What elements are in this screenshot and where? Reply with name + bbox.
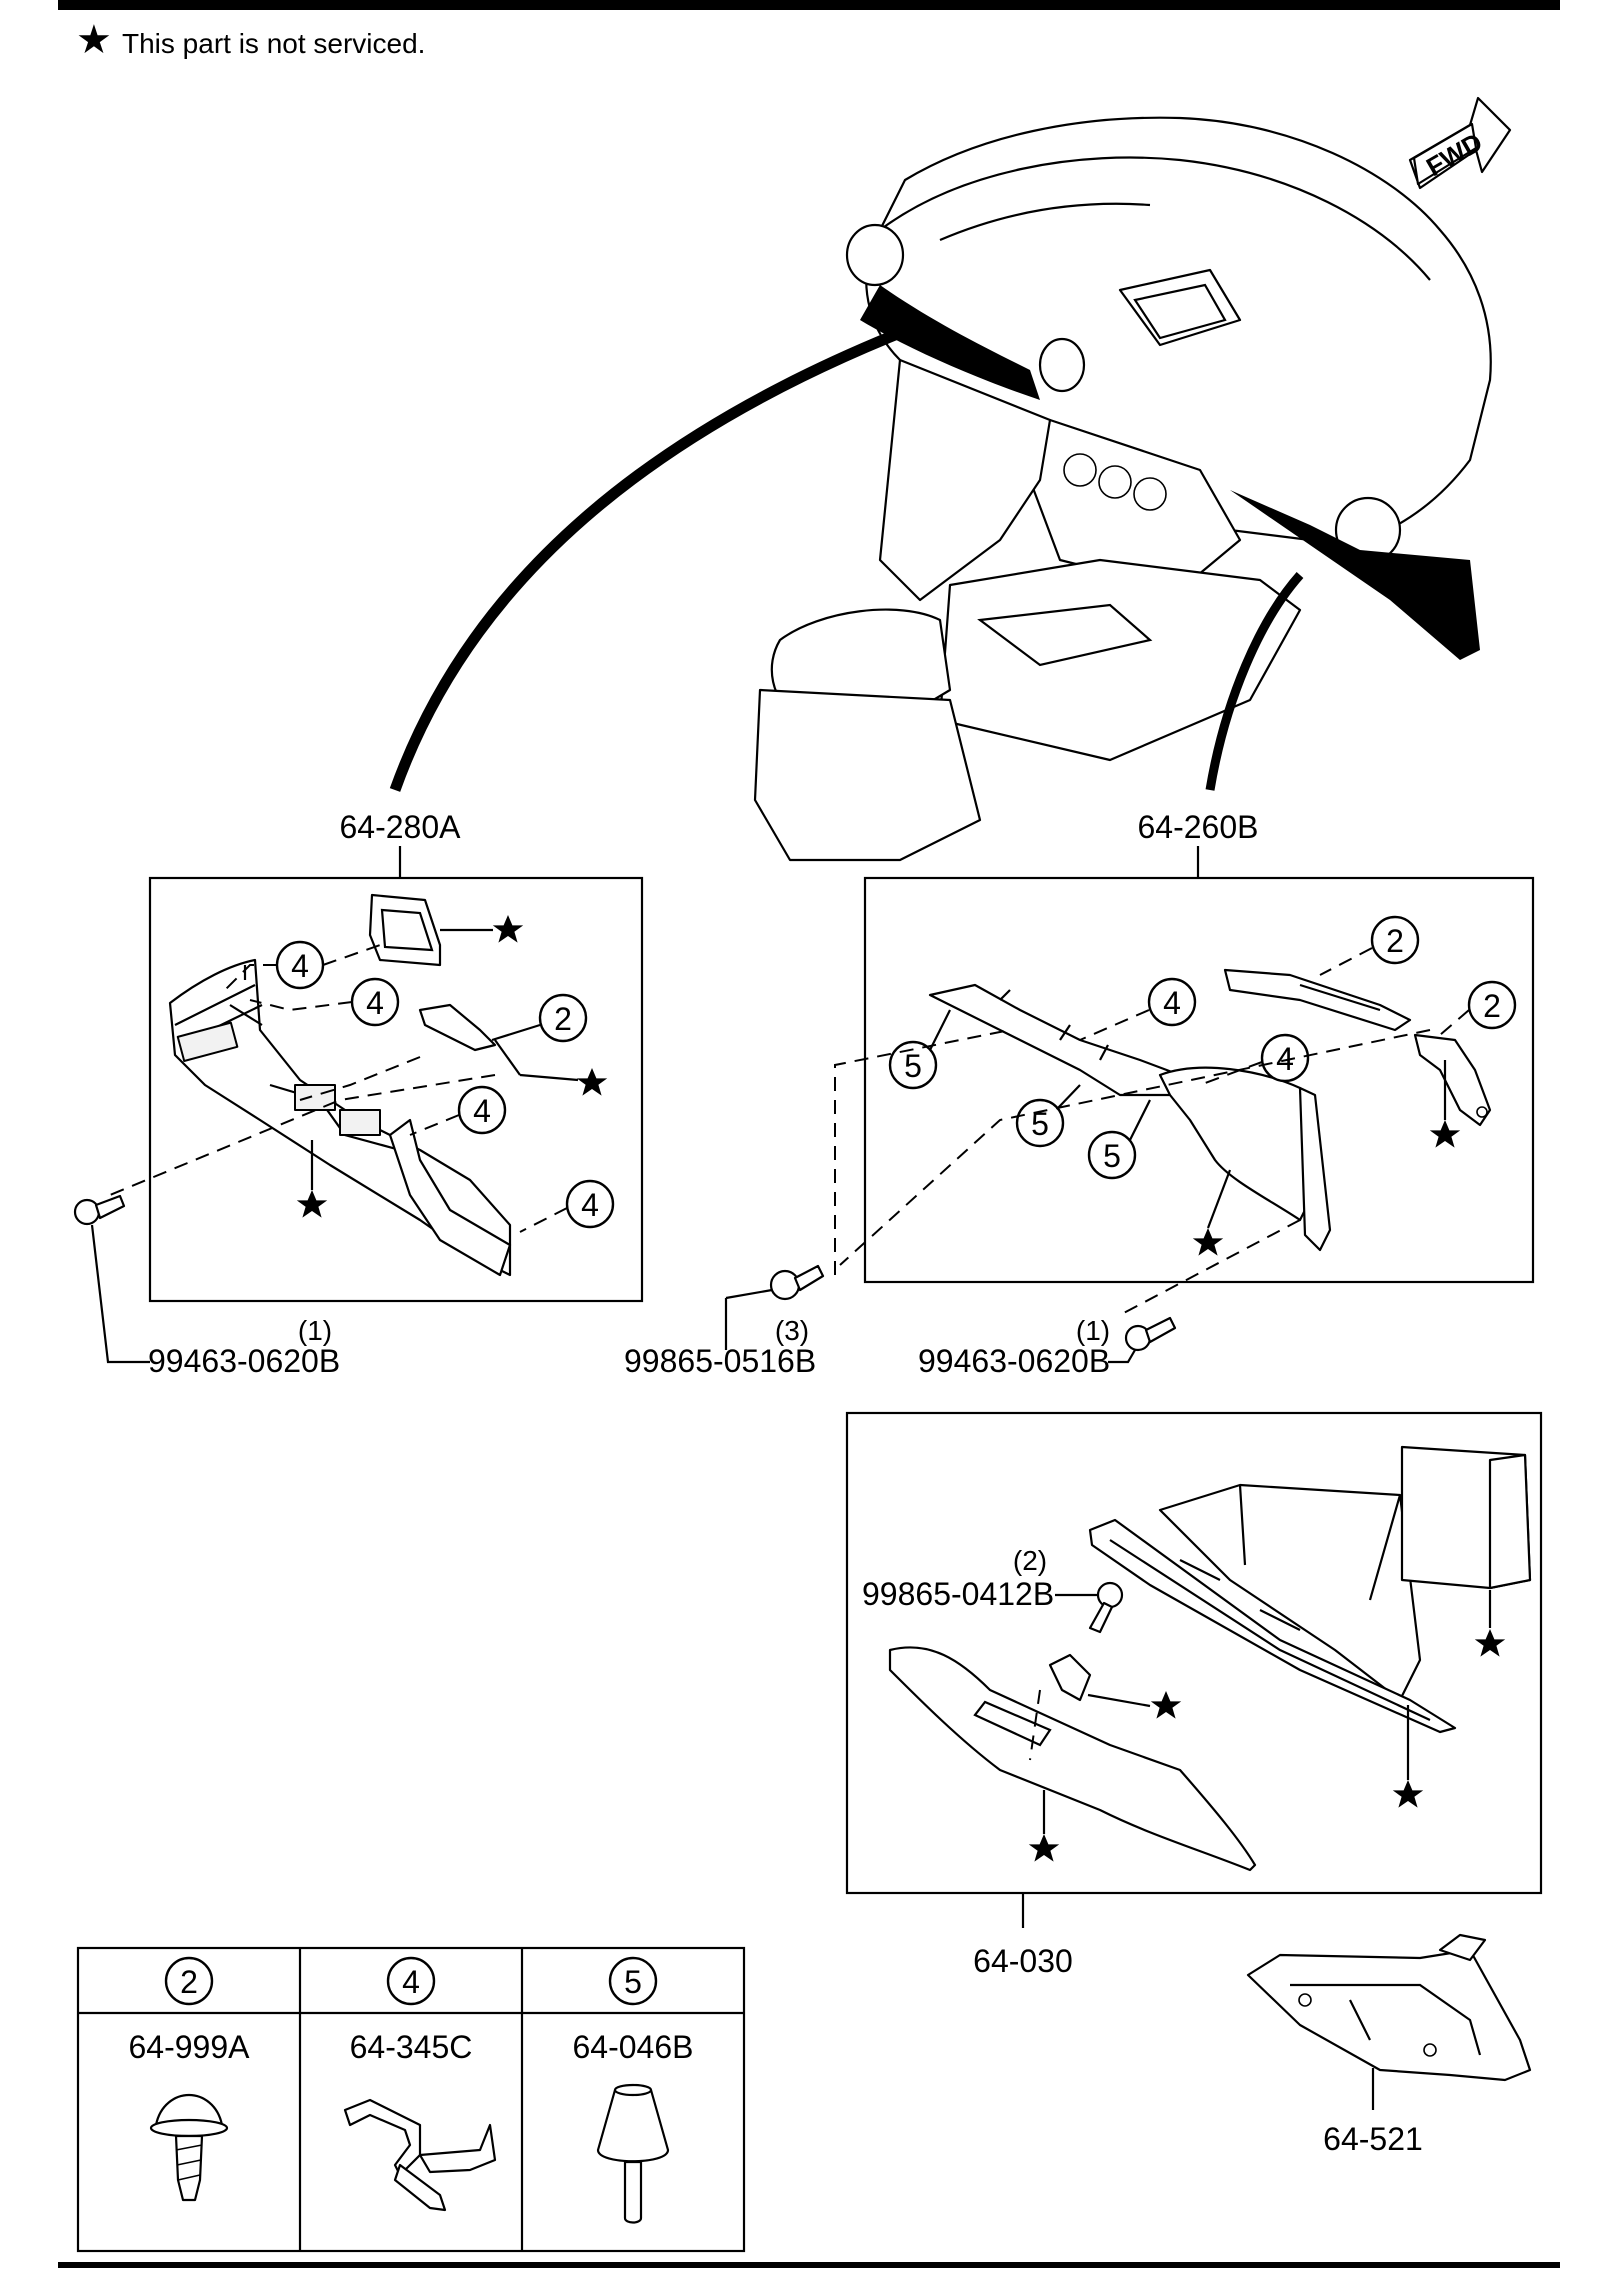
note-text: This part is not serviced. [122, 28, 425, 59]
part-right-bolt: 99463-0620B [918, 1343, 1110, 1379]
legend-item-4: 4 64-345C [343, 1956, 497, 2212]
svg-text:4: 4 [366, 985, 384, 1021]
star-icon [296, 1190, 328, 1218]
callout-5a: 5 [888, 1040, 938, 1090]
star-icon [576, 1068, 608, 1096]
callout-4-right-b: 4 [1260, 1033, 1310, 1083]
group-label-64-521: 64-521 [1323, 2121, 1423, 2157]
star-icon [492, 915, 524, 943]
star-icon [1028, 1834, 1060, 1862]
leader-arc-right [1205, 572, 1304, 791]
part-left-bolt: 99463-0620B [148, 1343, 340, 1379]
spring-clip-icon [343, 2098, 497, 2212]
callout-5b: 5 [1015, 1098, 1065, 1148]
legend-part-64-345c: 64-345C [350, 2029, 473, 2065]
bolt-icon [1088, 1581, 1124, 1634]
callout-4d: 4 [565, 1179, 615, 1229]
lower-panel-right [928, 983, 1332, 1252]
group-box-64-260b [863, 876, 1535, 1284]
qty-glove-bolt: (2) [1013, 1545, 1047, 1576]
svg-text:5: 5 [1031, 1106, 1049, 1142]
star-icon [1150, 1691, 1182, 1719]
glove-box-lid [888, 1646, 1257, 1872]
bracket-64-521 [1246, 1933, 1532, 2082]
legend-item-2: 2 64-999A [129, 1956, 251, 2202]
group-box-64-280a [148, 876, 644, 1303]
callout-4c: 4 [457, 1085, 507, 1135]
not-serviced-note: ★ This part is not serviced. [76, 18, 425, 62]
callout-5c: 5 [1087, 1130, 1137, 1180]
star-icon [1474, 1629, 1506, 1657]
bolt-icon [769, 1264, 825, 1301]
qty-right-bolt: (1) [1076, 1315, 1110, 1346]
bracket-right-end [1413, 1033, 1492, 1127]
legend-part-64-046b: 64-046B [573, 2029, 694, 2065]
vent-duct-upper [368, 893, 442, 967]
svg-text:4: 4 [1163, 985, 1181, 1021]
svg-text:2: 2 [1386, 923, 1404, 959]
legend-table: 2 64-999A 4 64-345C 5 64-046B [76, 1946, 746, 2253]
part-center-bolt: 99865-0516B [624, 1343, 816, 1379]
star-icon [1192, 1228, 1224, 1256]
qty-center-bolt: (3) [775, 1315, 809, 1346]
group-box-64-030 [845, 1411, 1543, 1895]
glove-box-filter [1400, 1445, 1532, 1590]
svg-text:2: 2 [1483, 988, 1501, 1024]
star-icon: ★ [76, 18, 112, 62]
bolt-icon [73, 1194, 126, 1226]
legend-part-64-999a: 64-999A [129, 2029, 251, 2065]
bolt-icon [1124, 1316, 1177, 1352]
legend-item-5: 5 64-046B [573, 1956, 694, 2224]
group-label-64-030: 64-030 [973, 1943, 1073, 1979]
callout-4a: 4 [275, 940, 325, 990]
star-icon [1429, 1120, 1461, 1148]
dashboard-illustration [753, 116, 1492, 862]
bracket-upper-right [1223, 968, 1412, 1032]
fwd-arrow-icon: FWD [1408, 96, 1512, 190]
lower-panel-left [168, 958, 512, 1277]
part-glove-bolt: 99865-0412B [862, 1576, 1054, 1612]
svg-text:4: 4 [581, 1187, 599, 1223]
cushion-stopper-icon [596, 2083, 670, 2224]
leader-arc-left [389, 319, 922, 792]
top-rule [58, 0, 1560, 10]
star-icon [1392, 1780, 1424, 1808]
callout-2-right-upper: 2 [1370, 915, 1420, 965]
svg-text:4: 4 [473, 1093, 491, 1129]
callout-4b: 4 [350, 977, 400, 1027]
glove-box-latch [1048, 1653, 1092, 1702]
svg-text:5: 5 [904, 1048, 922, 1084]
callout-2-right-lower: 2 [1467, 980, 1517, 1030]
group-label-64-280a: 64-280A [340, 809, 462, 845]
svg-text:5: 5 [624, 1964, 642, 2000]
svg-text:4: 4 [1276, 1041, 1294, 1077]
svg-text:4: 4 [402, 1964, 420, 2000]
screw-clip-icon [149, 2093, 229, 2202]
callout-4-right-a: 4 [1147, 977, 1197, 1027]
callout-2-left: 2 [538, 993, 588, 1043]
bottom-rule [58, 2262, 1560, 2268]
svg-text:2: 2 [554, 1001, 572, 1037]
glove-box-bin [1088, 1483, 1457, 1734]
svg-text:4: 4 [291, 948, 309, 984]
qty-left-bolt: (1) [298, 1315, 332, 1346]
svg-text:5: 5 [1103, 1138, 1121, 1174]
vent-bracket-small [418, 1003, 497, 1052]
svg-text:2: 2 [180, 1964, 198, 2000]
group-label-64-260b: 64-260B [1138, 809, 1259, 845]
